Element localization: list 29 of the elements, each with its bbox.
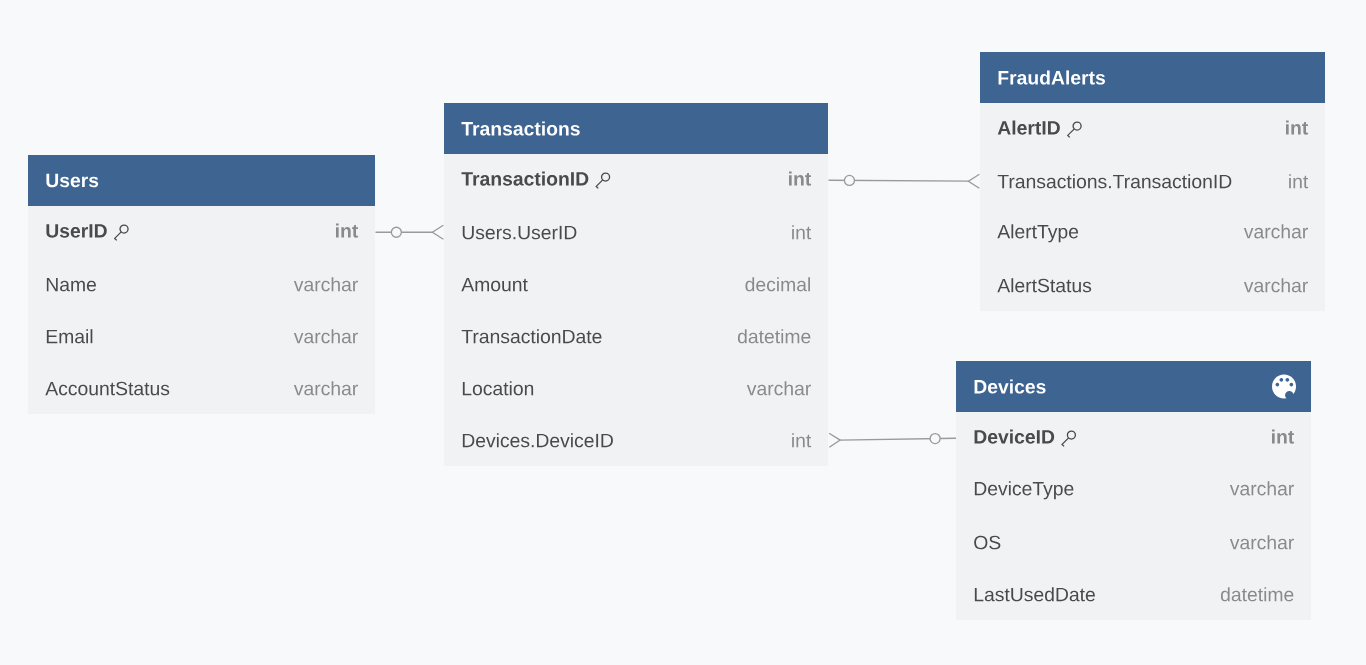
- node-label: TransactionID: [461, 171, 589, 186]
- node-label: AlertID: [997, 120, 1060, 135]
- relationship-line: [827, 173, 981, 189]
- node-label: int: [336, 223, 359, 238]
- table-row: Transactions.TransactionID int: [997, 174, 1309, 189]
- table-row: OS varchar: [974, 535, 1294, 550]
- table-row: AccountStatus varchar: [45, 381, 358, 396]
- table-row: LastUsedDate datetime: [974, 587, 1294, 602]
- table-row: TransactionDate datetime: [461, 329, 811, 344]
- table-row: DeviceID int: [974, 429, 1295, 448]
- relationship-line: [374, 224, 444, 240]
- table-row: Amount decimal: [461, 277, 810, 292]
- table-row: AlertID int: [997, 120, 1309, 139]
- table-row: AlertType varchar: [997, 224, 1308, 243]
- table-row: DeviceType varchar: [974, 481, 1294, 500]
- node-label: UserID: [46, 224, 107, 238]
- table-row: Devices.DeviceID int: [462, 433, 812, 448]
- table-row: Email varchar: [46, 329, 358, 344]
- table-row: AlertStatus varchar: [997, 278, 1308, 293]
- node-label: int: [789, 171, 812, 186]
- relationship-line: [828, 432, 957, 448]
- table-row: Location varchar: [462, 381, 811, 396]
- table-row: TransactionID int: [461, 171, 812, 190]
- node-label: DeviceID: [974, 429, 1055, 444]
- table-row: Users.UserID int: [462, 225, 812, 240]
- table-row: UserID int: [46, 223, 359, 242]
- node-label: int: [1272, 429, 1295, 444]
- node-label: int: [1286, 120, 1309, 135]
- table-row: Name varchar: [46, 277, 358, 292]
